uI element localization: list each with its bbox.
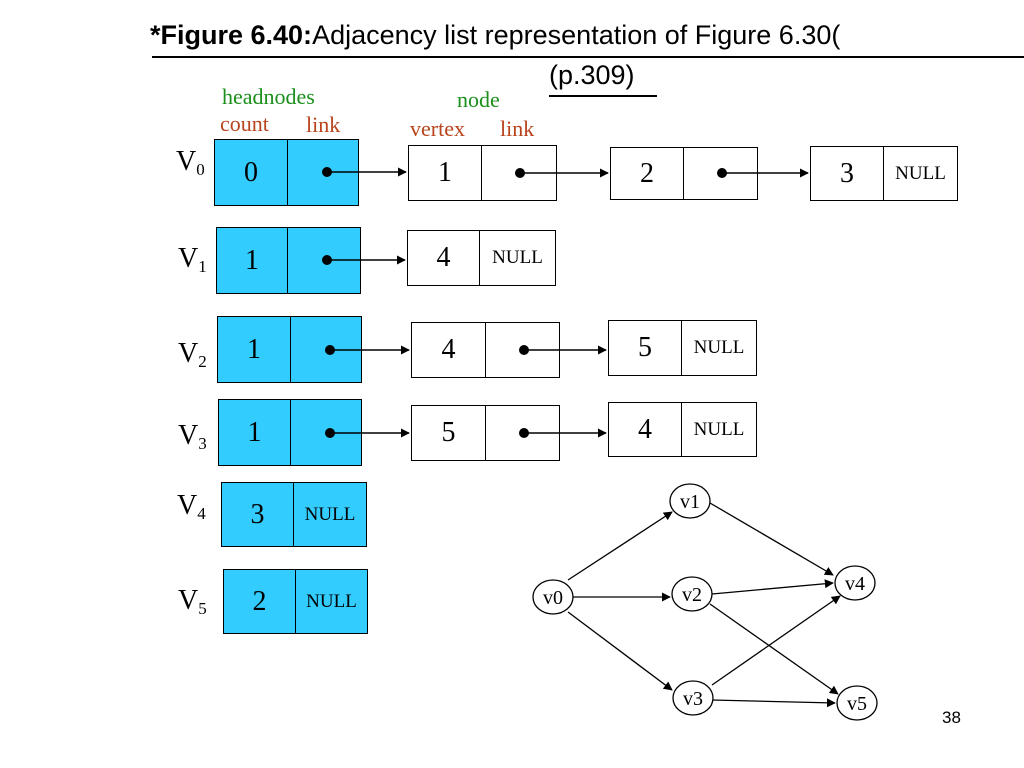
svg-text:v5: v5 [847, 693, 867, 715]
graph-node-v1: v1 [669, 483, 711, 519]
headnode-v4-count: 3 [221, 482, 294, 547]
title-underline [152, 56, 1024, 58]
page-reference-underline [549, 95, 657, 97]
graph-edge [711, 579, 834, 595]
graph-edge [711, 595, 841, 686]
headnode-v5-link: NULL [295, 569, 368, 634]
svg-text:v0: v0 [543, 587, 563, 609]
figure-caption: Adjacency list representation of Figure … [312, 20, 841, 50]
headnode-v3-count: 1 [218, 399, 291, 466]
vertex-header: vertex [410, 116, 465, 141]
svg-text:v1: v1 [680, 491, 700, 513]
page-reference: (p.309) [549, 60, 635, 90]
node-header: node [457, 87, 500, 112]
graph-node-v2: v2 [671, 576, 713, 612]
headnode-v5-count: 2 [223, 569, 296, 634]
graph-node-v3: v3 [672, 680, 714, 716]
vertex-label-v3: V3 [178, 420, 207, 453]
head-link-header: link [306, 112, 341, 137]
page-number: 38 [942, 708, 961, 727]
list-node-link: NULL [681, 320, 757, 376]
graph-edge [711, 698, 836, 708]
count-header: count [220, 111, 269, 136]
graph-node-v5: v5 [836, 685, 878, 721]
vertex-label-v4: V4 [177, 490, 206, 523]
graph-edge [567, 611, 673, 691]
vertex-label-v2: V2 [178, 338, 207, 371]
headnode-v2-count: 1 [217, 316, 291, 383]
graph-edge [709, 603, 839, 695]
vertex-label-v1: V1 [178, 243, 207, 276]
headnode-v0-count: 0 [214, 139, 288, 206]
vertex-label-v0: V0 [176, 146, 205, 179]
graph-node-v4: v4 [834, 565, 876, 601]
graph-node-v0: v0 [532, 579, 574, 615]
list-node-link: NULL [479, 230, 556, 286]
headnodes-header: headnodes [222, 84, 315, 109]
slide-title: *Figure 6.40:Adjacency list representati… [150, 20, 1024, 51]
vertex-label-v5: V5 [178, 585, 207, 618]
headnode-v1-count: 1 [216, 227, 288, 294]
graph-edge [567, 511, 673, 581]
svg-text:v2: v2 [682, 584, 702, 606]
graph-edge [709, 502, 834, 576]
list-node-link: NULL [681, 402, 757, 457]
svg-text:v3: v3 [683, 688, 703, 710]
svg-text:v4: v4 [845, 573, 865, 595]
node-link-header: link [500, 116, 535, 141]
headnode-v4-link: NULL [293, 482, 367, 547]
figure-number: *Figure 6.40: [150, 20, 313, 50]
list-node-link: NULL [883, 146, 958, 201]
